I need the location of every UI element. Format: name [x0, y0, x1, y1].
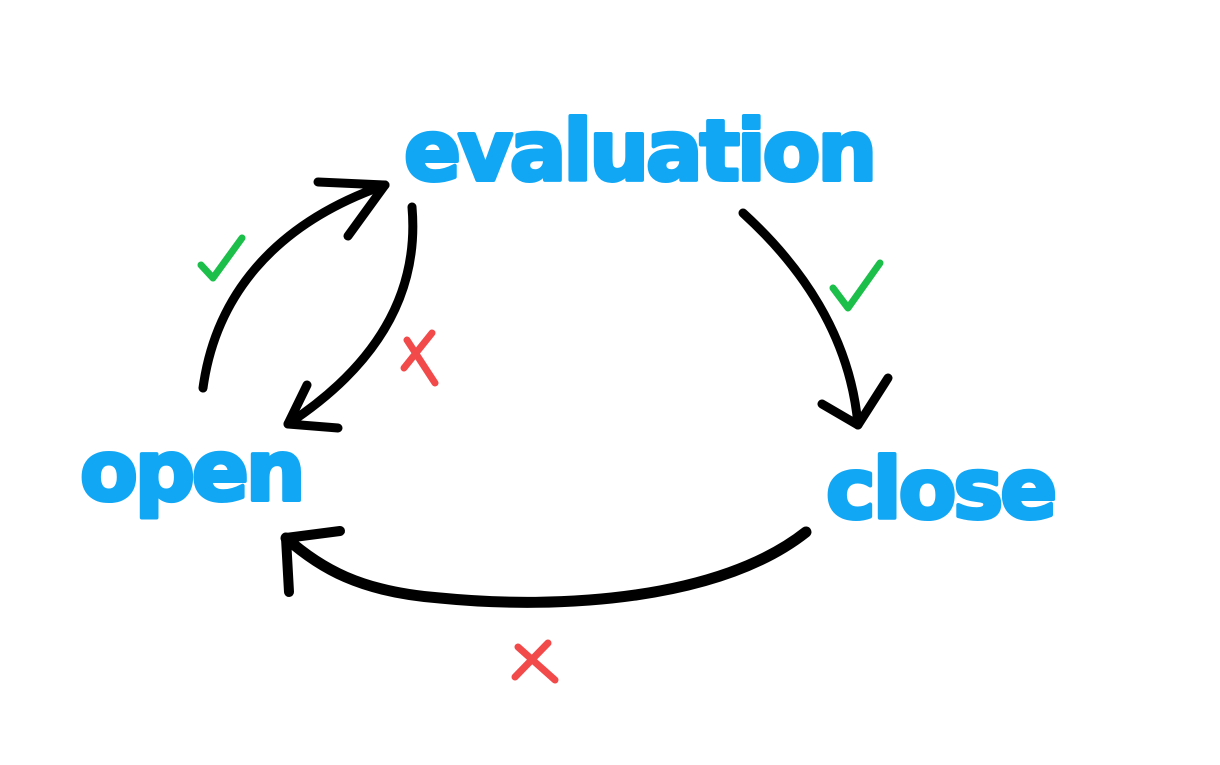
- state-evaluation-label: evaluation: [404, 102, 874, 200]
- state-close-label: close: [826, 440, 1054, 538]
- cross-icon-evaluation-to-open: [400, 329, 439, 387]
- check-icon-evaluation-to-close: [829, 259, 884, 312]
- arrow-close-to-open: [280, 526, 812, 608]
- arrow-open-to-evaluation: [198, 177, 390, 393]
- check-icon-open-to-evaluation: [197, 234, 246, 282]
- arrow-evaluation-to-open: [283, 202, 418, 433]
- arrow-evaluation-to-close: [738, 208, 893, 430]
- cross-icon-close-to-open: [511, 639, 559, 684]
- state-open-label: open: [80, 422, 303, 520]
